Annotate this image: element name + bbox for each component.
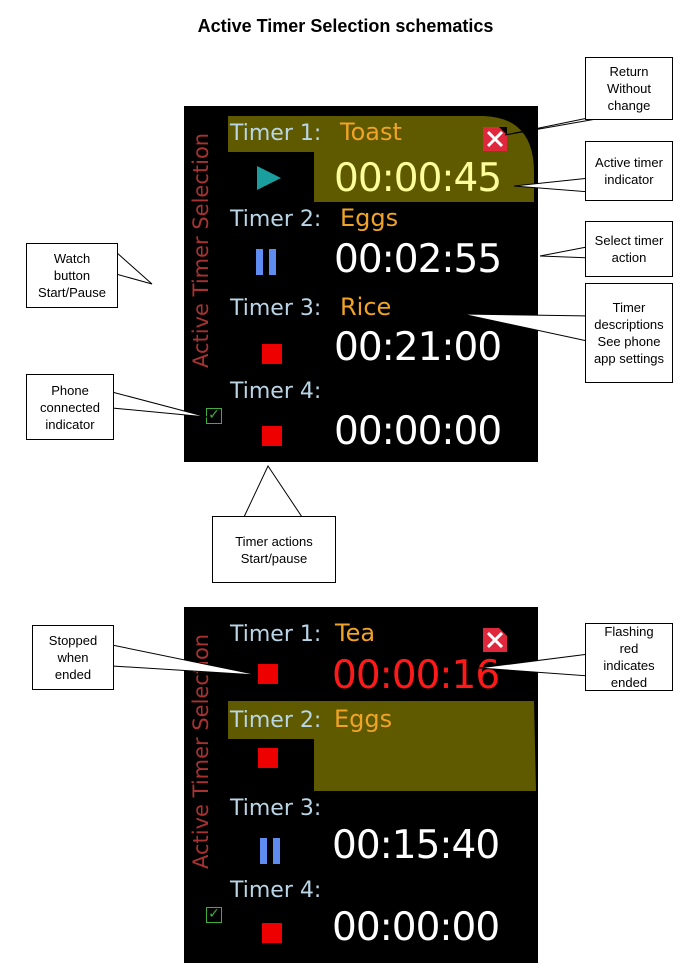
timer-2-description: Eggs bbox=[340, 204, 399, 232]
timer-3-time[interactable]: 00:21:00 bbox=[334, 325, 502, 370]
close-icon[interactable] bbox=[482, 126, 508, 152]
page-title: Active Timer Selection schematics bbox=[197, 16, 494, 36]
callout-active-timer-indicator: Active timer indicator bbox=[585, 141, 673, 201]
timer-3-label: Timer 3: bbox=[230, 296, 322, 321]
stop-icon[interactable] bbox=[262, 344, 282, 364]
timer-1-label: Timer 1: bbox=[230, 622, 322, 647]
timer-1-time[interactable]: 00:00:45 bbox=[334, 156, 502, 201]
stop-icon[interactable] bbox=[262, 426, 282, 446]
callout-timer-descriptions: Timer descriptions See phone app setting… bbox=[585, 283, 673, 383]
timer-1-time[interactable]: 00:00:16 bbox=[332, 653, 500, 698]
pause-icon[interactable] bbox=[256, 249, 278, 275]
close-icon[interactable] bbox=[482, 627, 508, 653]
timer-2-description: Eggs bbox=[334, 705, 393, 733]
active-timer-highlight bbox=[228, 701, 536, 791]
timer-1-label: Timer 1: bbox=[230, 121, 322, 146]
watch-screen-top: Active Timer Selection Timer 1: Toast 00… bbox=[184, 106, 538, 462]
timer-4-label: Timer 4: bbox=[230, 878, 322, 903]
timer-2-label: Timer 2: bbox=[230, 207, 322, 232]
phone-connected-check-icon: ✓ bbox=[206, 907, 222, 923]
timer-2-label: Timer 2: bbox=[230, 708, 322, 733]
timer-1-description: Toast bbox=[340, 118, 402, 146]
callout-stopped-when-ended: Stopped when ended bbox=[32, 625, 114, 690]
timer-1-description: Tea bbox=[335, 619, 376, 647]
play-icon[interactable] bbox=[257, 166, 281, 190]
stop-icon[interactable] bbox=[258, 664, 278, 684]
stop-icon[interactable] bbox=[258, 748, 278, 768]
callout-phone-connected: Phone connected indicator bbox=[26, 374, 114, 440]
timer-2-time[interactable]: 00:02:55 bbox=[334, 237, 502, 282]
timer-3-label: Timer 3: bbox=[230, 796, 322, 821]
callout-return-without-change: Return Without change bbox=[585, 57, 673, 120]
timer-4-time[interactable]: 00:00:00 bbox=[332, 905, 500, 950]
callout-timer-actions: Timer actions Start/pause bbox=[212, 516, 336, 583]
stop-icon[interactable] bbox=[262, 923, 282, 943]
callout-select-timer-action: Select timer action bbox=[585, 221, 673, 277]
watch-screen-bottom: Active Timer Selection Timer 1: Tea 00:0… bbox=[184, 607, 538, 963]
timer-3-description: Rice bbox=[340, 293, 392, 321]
timer-4-label: Timer 4: bbox=[230, 379, 322, 404]
callout-flashing-red: Flashing red indicates ended bbox=[585, 623, 673, 691]
callout-watch-button: Watch button Start/Pause bbox=[26, 243, 118, 308]
timer-3-time[interactable]: 00:15:40 bbox=[332, 823, 500, 868]
phone-connected-check-icon: ✓ bbox=[206, 408, 222, 424]
pause-icon[interactable] bbox=[260, 838, 282, 864]
active-timer-highlight bbox=[228, 116, 534, 202]
timer-4-time[interactable]: 00:00:00 bbox=[334, 409, 502, 454]
